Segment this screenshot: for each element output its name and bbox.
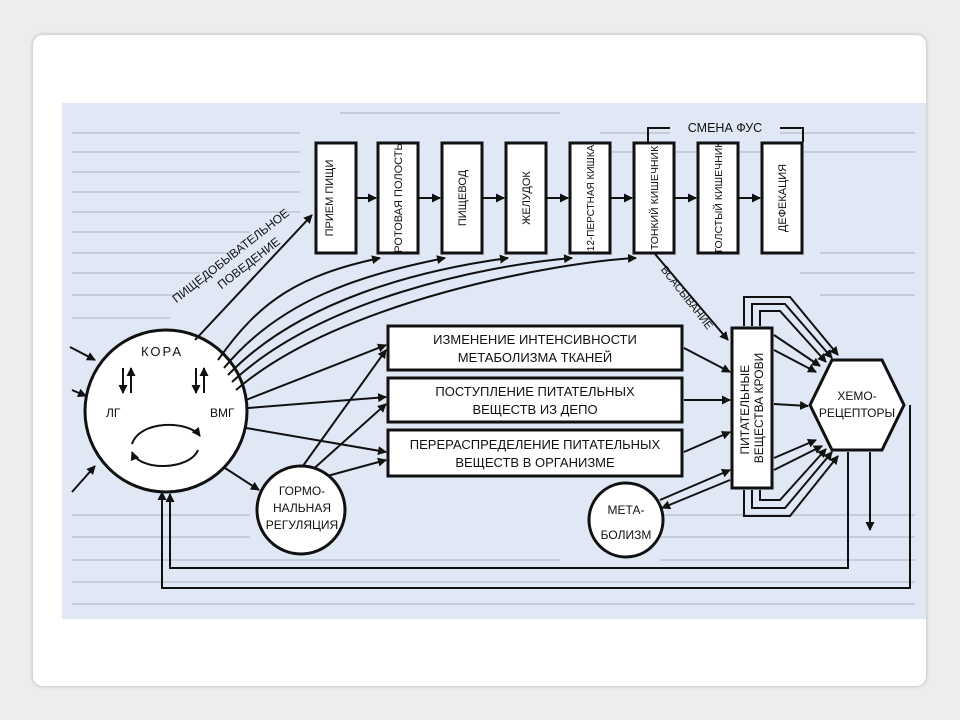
box-line: МЕТАБОЛИЗМА ТКАНЕЙ [458,350,612,365]
svg-text:12-ПЕРСТНАЯ КИШКА: 12-ПЕРСТНАЯ КИШКА [586,144,597,251]
svg-text:ТОЛСТЫЙ КИШЕЧНИК: ТОЛСТЫЙ КИШЕЧНИК [712,141,725,255]
incoming-arrows [69,346,96,493]
chain-box-duodenum: 12-ПЕРСТНАЯ КИШКА [568,141,612,255]
blood-nutrients-box: ПИТАТЕЛЬНЫЕ ВЕЩЕСТВА КРОВИ [730,326,774,490]
middle-boxes: ИЗМЕНЕНИЕ ИНТЕНСИВНОСТИ МЕТАБОЛИЗМА ТКАН… [386,324,684,478]
svg-text:ЖЕЛУДОК: ЖЕЛУДОК [521,171,533,225]
chain-box-food-intake: ПРИЕМ ПИЩИ [314,141,358,255]
chain-label-line: ПРИЕМ ПИЩИ [324,160,336,237]
smena-fus-bracket: СМЕНА ФУС [647,119,804,142]
box-line: ИЗМЕНЕНИЕ ИНТЕНСИВНОСТИ [433,332,637,347]
svg-text:ПИЩЕВОД: ПИЩЕВОД [457,169,469,226]
chain-box-small-intestine: ТОНКИЙ КИШЕЧНИК [632,141,676,255]
chain-label-line: РОТОВАЯ ПОЛОСТЬ [393,143,405,252]
metabolism-line: МЕТА- [608,503,645,517]
box-line: ПОСТУПЛЕНИЕ ПИТАТЕЛЬНЫХ [435,384,635,399]
box-line: ВЕЩЕСТВ В ОРГАНИЗМЕ [455,455,615,470]
box-metabolism-intensity: ИЗМЕНЕНИЕ ИНТЕНСИВНОСТИ МЕТАБОЛИЗМА ТКАН… [386,324,684,372]
chain-label-line: ТОНКИЙ КИШЕЧНИК [648,145,661,250]
metabolism-line: БОЛИЗМ [601,528,652,542]
chain-box-esophagus: ПИЩЕВОД [440,141,484,255]
absorption-label: ВСАСЫВАНИЕ [658,264,715,332]
svg-text:ТОНКИЙ КИШЕЧНИК: ТОНКИЙ КИШЕЧНИК [648,145,661,250]
chain-label-line: ЖЕЛУДОК [521,171,533,225]
vmg-label: ВМГ [210,406,235,420]
svg-text:ДЕФЕКАЦИЯ: ДЕФЕКАЦИЯ [777,164,789,232]
chain-label-line: ДЕФЕКАЦИЯ [777,164,789,232]
blood-line: ВЕЩЕСТВА КРОВИ [752,353,766,464]
digestive-chain: ПРИЕМ ПИЩИ РОТОВАЯ ПОЛОСТЬ ПИЩЕВОД ЖЕЛУД… [314,141,804,255]
brain-circle: КОРА ЛГ ВМГ [69,328,249,494]
feedback-arrows [157,405,911,589]
brain-to-boxes-arrows [245,343,387,479]
hormonal-line: НАЛЬНАЯ [273,501,331,515]
chain-box-stomach: ЖЕЛУДОК [504,141,548,255]
box-depot-supply: ПОСТУПЛЕНИЕ ПИТАТЕЛЬНЫХ ВЕЩЕСТВ ИЗ ДЕПО [386,376,684,424]
hormonal-line: ГОРМО- [279,484,325,498]
svg-text:ПИТАТЕЛЬНЫЕ ВЕЩЕСТВА КРО: ПИТАТЕЛЬНЫЕ ВЕЩЕСТВА КРОВИ [738,353,766,464]
box-redistribution: ПЕРЕРАСПРЕДЕЛЕНИЕ ПИТАТЕЛЬНЫХ ВЕЩЕСТВ В … [386,428,684,478]
svg-text:ПРИЕМ ПИЩИ: ПРИЕМ ПИЩИ [324,160,336,237]
brain-inner-arrows [118,367,209,467]
box-line: ВЕЩЕСТВ ИЗ ДЕПО [472,402,597,417]
kora-label: КОРА [141,344,183,359]
metabolism-circle: МЕТА- БОЛИЗМ [587,469,731,559]
boxes-to-blood-arrows [683,347,731,453]
feeding-behavior-label: ПИЩЕДОБЫВАТЕЛЬНОЕ ПОВЕДЕНИЕ [170,204,305,319]
hormonal-line: РЕГУЛЯЦИЯ [266,518,338,532]
chain-box-defecation: ДЕФЕКАЦИЯ [760,141,804,255]
chain-box-oral-cavity: РОТОВАЯ ПОЛОСТЬ [376,141,420,255]
chain-label-line: 12-ПЕРСТНАЯ КИШКА [586,144,597,251]
chain-box-large-intestine: ТОЛСТЫЙ КИШЕЧНИК [696,141,740,255]
box-line: ПЕРЕРАСПРЕДЕЛЕНИЕ ПИТАТЕЛЬНЫХ [410,437,661,452]
chemo-line: ХЕМО- [837,389,876,403]
chemoreceptors-hexagon: ХЕМО- РЕЦЕПТОРЫ [808,358,906,452]
chemo-line: РЕЦЕПТОРЫ [819,406,895,420]
smena-fus-label: СМЕНА ФУС [688,121,762,135]
brain-to-chain-arrows [194,214,637,391]
blood-to-chemo-arrows [743,296,839,517]
svg-text:РОТОВАЯ ПОЛОСТЬ: РОТОВАЯ ПОЛОСТЬ [393,143,405,252]
blood-line: ПИТАТЕЛЬНЫЕ [738,365,752,455]
lg-label: ЛГ [106,406,121,420]
chain-label-line: ПИЩЕВОД [457,169,469,226]
hormonal-regulation: ГОРМО- НАЛЬНАЯ РЕГУЛЯЦИЯ [224,464,347,556]
chain-label-line: ТОЛСТЫЙ КИШЕЧНИК [712,141,725,255]
